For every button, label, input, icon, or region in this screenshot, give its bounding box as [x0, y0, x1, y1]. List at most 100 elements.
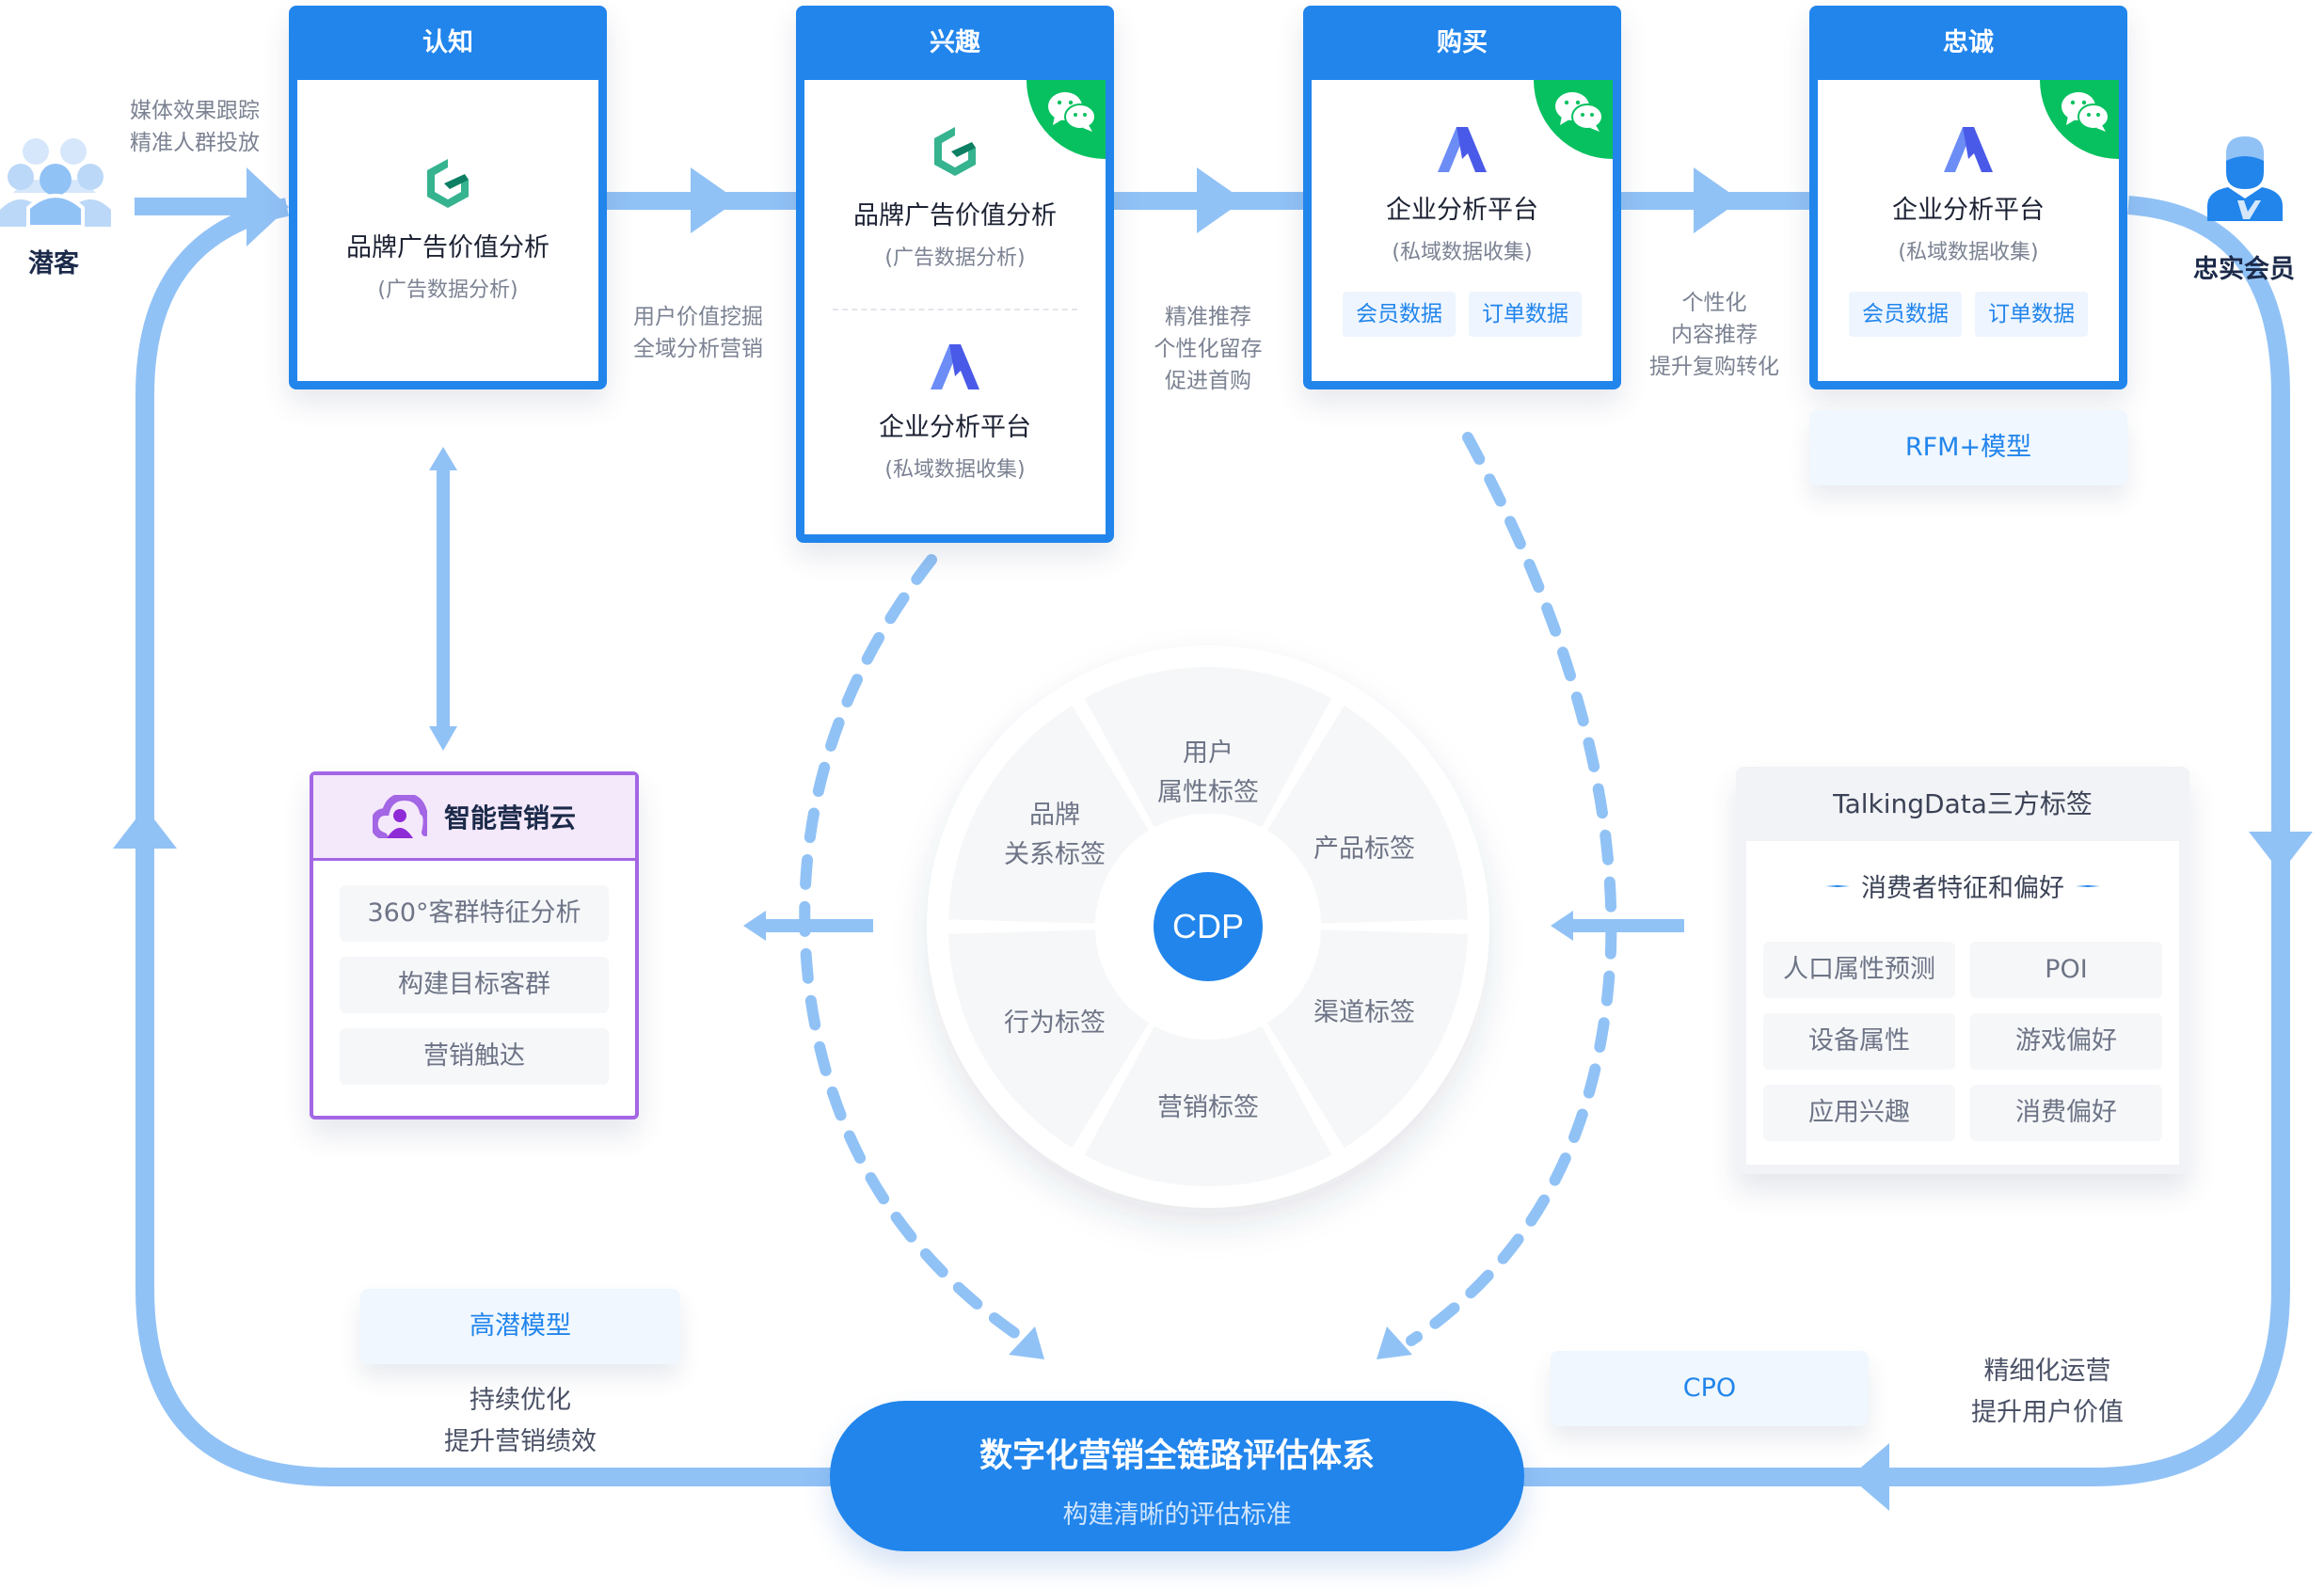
product-subtitle: (广告数据分析) — [884, 246, 1026, 270]
dashed-curve-left — [799, 554, 1031, 1346]
tag-order-data[interactable]: 订单数据 — [1469, 292, 1582, 337]
cdp-center-label[interactable]: CDP — [1171, 907, 1245, 945]
flow-text-line: 精准推荐 — [1165, 305, 1251, 329]
td-tag[interactable]: 应用兴趣 — [1763, 1085, 1955, 1141]
smart-cloud-item[interactable]: 360°客群特征分析 — [340, 885, 609, 942]
product-subtitle: (私域数据收集) — [1392, 241, 1533, 264]
product-subtitle: (私域数据收集) — [884, 458, 1026, 482]
flow-text-purchase-loyalty: 个性化 内容推荐 提升复购转化 — [1630, 287, 1799, 383]
flow-text-line: 个性化 — [1681, 291, 1747, 315]
stage-card-loyalty[interactable]: 忠诚 企业分析平台 (私域数据收集) 会员数据 订单数据 — [1809, 6, 2127, 389]
evaluation-title: 数字化营销全链路评估体系 — [979, 1437, 1375, 1475]
loop-text-line: 提升营销绩效 — [444, 1427, 597, 1456]
a-logo — [931, 344, 979, 389]
td-tag[interactable]: POI — [1970, 942, 2162, 998]
product-enterprise-analytics[interactable]: 企业分析平台 (私域数据收集) 会员数据 订单数据 — [1818, 80, 2119, 337]
wechat-icon — [1048, 92, 1096, 132]
dashed-divider — [833, 309, 1077, 310]
wheel-left-arrow-bar — [762, 919, 873, 932]
cloud-user-icon — [372, 795, 427, 838]
product-name: 企业分析平台 — [879, 413, 1031, 442]
decor-line-left — [1825, 884, 1850, 887]
vertical-double-arrow-bar — [437, 466, 450, 729]
cdp-center-circle[interactable] — [1154, 872, 1263, 981]
data-tags: 会员数据 订单数据 — [1818, 292, 2119, 337]
product-name: 品牌广告价值分析 — [346, 233, 549, 262]
loop-path-right — [1505, 196, 2290, 1486]
cdp-wheel-segment[interactable] — [948, 705, 1150, 924]
loop-arrow-left — [1850, 1443, 1889, 1511]
evaluation-system-pill[interactable]: 数字化营销全链路评估体系 构建清晰的评估标准 — [830, 1401, 1524, 1551]
talkingdata-card[interactable]: TalkingData三方标签 消费者特征和偏好 人口属性预测 POI 设备属性… — [1736, 767, 2189, 1174]
flow-text-line: 促进首购 — [1165, 369, 1251, 393]
flow-text-line: 全域分析营销 — [633, 337, 763, 361]
cdp-segment-user-attributes[interactable]: 用户属性标签 — [1157, 734, 1259, 813]
product-enterprise-analytics[interactable]: 企业分析平台 (私域数据收集) 会员数据 订单数据 — [1312, 80, 1613, 337]
a-logo — [1944, 127, 1993, 172]
product-brand-ad-analysis[interactable]: 品牌广告价值分析 (广告数据分析) — [804, 80, 1106, 271]
talkingdata-title: TalkingData三方标签 — [1833, 788, 2093, 819]
talkingdata-body: 消费者特征和偏好 人口属性预测 POI 设备属性 游戏偏好 应用兴趣 消费偏好 — [1746, 841, 2179, 1165]
stage-title: 购买 — [1437, 28, 1488, 57]
cdp-segment-brand-relationship[interactable]: 品牌关系标签 — [1004, 796, 1106, 875]
smart-cloud-item[interactable]: 营销触达 — [340, 1028, 609, 1085]
stage-card-purchase[interactable]: 购买 企业分析平台 (私域数据收集) 会员数据 订单数据 — [1303, 6, 1621, 389]
smart-cloud-items: 360°客群特征分析 构建目标客群 营销触达 — [313, 861, 635, 1085]
prospect-arrow-head — [247, 167, 289, 246]
stage-body: 品牌广告价值分析 (广告数据分析) — [297, 80, 598, 381]
cdp-segment-behavior[interactable]: 行为标签 — [1004, 1008, 1106, 1038]
smart-cloud-item[interactable]: 构建目标客群 — [340, 957, 609, 1013]
wechat-icon — [2061, 92, 2109, 132]
loop-text-line: 提升用户价值 — [1971, 1398, 2124, 1427]
high-potential-model-box[interactable]: 高潜模型 — [360, 1289, 680, 1364]
prospect-label: 潜客 — [28, 249, 79, 278]
flow-text-line: 个性化留存 — [1154, 337, 1263, 361]
product-enterprise-analytics[interactable]: 企业分析平台 (私域数据收集) — [804, 310, 1106, 483]
dashed-curve-right-head — [1377, 1326, 1412, 1359]
rfm-model-box[interactable]: RFM+模型 — [1809, 410, 2127, 485]
flow-text-line: 精准人群投放 — [130, 131, 260, 155]
flow-text-line: 用户价值挖掘 — [633, 305, 763, 329]
tag-member-data[interactable]: 会员数据 — [1849, 292, 1962, 337]
vertical-double-arrow-top — [429, 447, 457, 470]
wheel-right-arrow-bar — [1571, 919, 1684, 932]
td-tag[interactable]: 消费偏好 — [1970, 1085, 2162, 1141]
stage-body: 品牌广告价值分析 (广告数据分析) 企业分析平台 (私域数据收集) — [804, 80, 1106, 534]
cdp-segment-marketing[interactable]: 营销标签 — [1157, 1093, 1259, 1122]
smart-cloud-header: 智能营销云 — [313, 775, 635, 861]
dashed-curve-right — [1406, 432, 1617, 1346]
flow-arrow-2-head — [1197, 167, 1244, 233]
cdp-segment-product[interactable]: 产品标签 — [1313, 834, 1415, 864]
smart-marketing-cloud-card[interactable]: 智能营销云 360°客群特征分析 构建目标客群 营销触达 — [310, 771, 639, 1120]
segment-line: 用户 — [1183, 738, 1234, 768]
cdp-wheel-segment[interactable] — [1084, 666, 1332, 828]
cdp-wheel-segment[interactable] — [1266, 929, 1468, 1149]
loop-arrow-up — [113, 807, 177, 849]
vertical-double-arrow-bottom — [429, 726, 457, 751]
stage-card-interest[interactable]: 兴趣 品牌广告价值分析 (广告数据分析) 企业分析平台 ( — [796, 6, 1114, 543]
stage-card-awareness[interactable]: 认知 品牌广告价值分析 (广告数据分析) — [289, 6, 607, 389]
td-tag[interactable]: 游戏偏好 — [1970, 1013, 2162, 1070]
product-subtitle: (私域数据收集) — [1898, 241, 2039, 264]
cdp-wheel-segment[interactable] — [1084, 1025, 1332, 1186]
flow-text-line: 媒体效果跟踪 — [130, 99, 260, 123]
stage-body: 企业分析平台 (私域数据收集) 会员数据 订单数据 — [1312, 80, 1613, 381]
cdp-wheel-segment[interactable] — [1266, 705, 1468, 924]
td-tag[interactable]: 人口属性预测 — [1763, 942, 1955, 998]
cpo-model-box[interactable]: CPO — [1551, 1351, 1869, 1426]
product-brand-ad-analysis[interactable]: 品牌广告价值分析 (广告数据分析) — [297, 80, 598, 303]
wechat-icon — [1555, 92, 1603, 132]
data-tags: 会员数据 订单数据 — [1312, 292, 1613, 337]
stage-title: 忠诚 — [1943, 28, 1994, 57]
loop-text-line: 持续优化 — [470, 1386, 571, 1415]
cdp-wheel-segment[interactable] — [948, 929, 1150, 1149]
flow-text-before-awareness: 媒体效果跟踪 精准人群投放 — [115, 95, 275, 159]
tag-order-data[interactable]: 订单数据 — [1975, 292, 2088, 337]
cdp-segment-channel[interactable]: 渠道标签 — [1313, 998, 1415, 1027]
loop-text-right-bottom: 精细化运营 提升用户价值 — [1934, 1351, 2160, 1434]
prospect-arrow-bar — [135, 198, 257, 215]
tag-member-data[interactable]: 会员数据 — [1343, 292, 1456, 337]
product-name: 企业分析平台 — [1386, 196, 1538, 225]
td-tag[interactable]: 设备属性 — [1763, 1013, 1955, 1070]
